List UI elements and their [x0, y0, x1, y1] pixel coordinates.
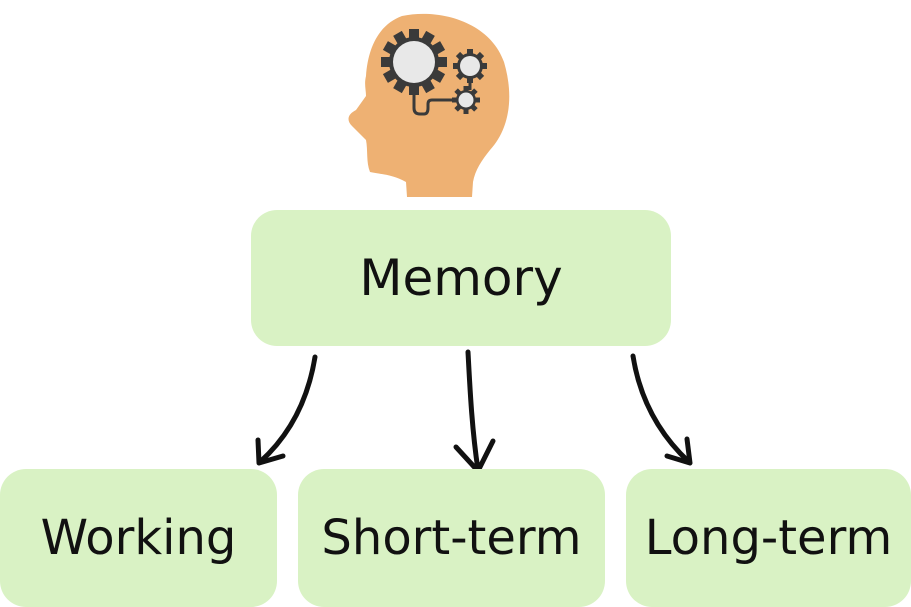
arrow-to-long-term — [630, 353, 693, 466]
root-node-label: Memory — [359, 249, 563, 307]
medium-gear-icon — [453, 49, 487, 83]
small-gear-icon — [452, 86, 480, 114]
gear-connector — [412, 84, 462, 116]
root-node-memory: Memory — [251, 210, 671, 346]
large-gear-icon — [381, 29, 447, 95]
child-node-label: Short-term — [321, 510, 582, 566]
child-node-label: Working — [40, 510, 237, 566]
child-node-short-term: Short-term — [298, 469, 605, 607]
child-node-long-term: Long-term — [626, 469, 911, 607]
arrow-to-working — [255, 354, 318, 466]
child-node-working: Working — [0, 469, 277, 607]
arrow-to-short-term — [453, 349, 496, 474]
child-node-label: Long-term — [644, 510, 893, 566]
